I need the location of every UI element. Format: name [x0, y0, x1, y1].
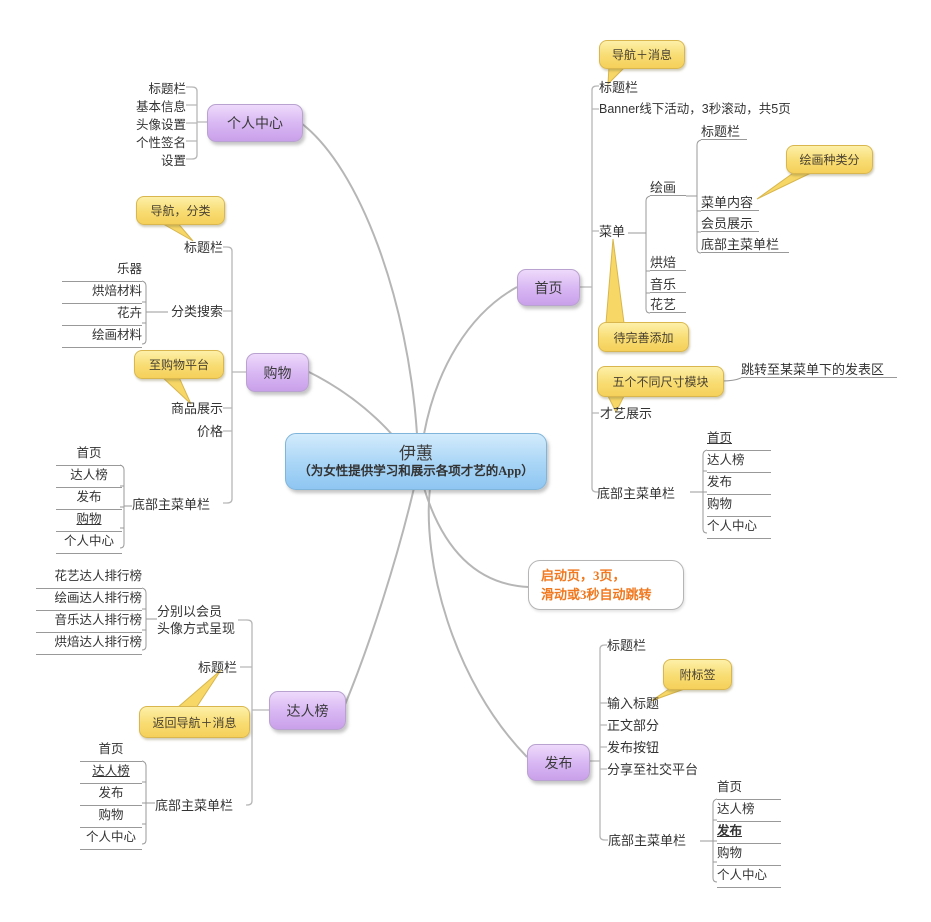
topic-floristry[interactable]: 花艺 — [650, 297, 686, 313]
topic-music-rank[interactable]: 音乐达人排行榜 — [36, 611, 142, 633]
talent-rank-lists: 花艺达人排行榜 绘画达人排行榜 音乐达人排行榜 烘焙达人排行榜 — [36, 567, 142, 655]
central-topic[interactable]: 伊蕙 （为女性提供学习和展示各项才艺的App） — [285, 433, 547, 490]
topic-member-avatar-display[interactable]: 分别以会员 头像方式呈现 — [157, 604, 236, 636]
menu-home[interactable]: 首页 — [80, 740, 142, 762]
personal-children: 标题栏 基本信息 头像设置 个性签名 设置 — [106, 80, 186, 170]
menu-publish[interactable]: 发布 — [707, 473, 771, 495]
topic-bottom-main-menu[interactable]: 底部主菜单栏 — [597, 486, 676, 501]
menu-home[interactable]: 首页 — [56, 444, 122, 466]
topic-title-bar[interactable]: 标题栏 — [607, 638, 647, 653]
callout-painting-types[interactable]: 绘画种类分 — [786, 145, 873, 174]
branch-publish[interactable]: 发布 — [527, 744, 590, 781]
topic-product-display[interactable]: 商品展示 — [170, 401, 223, 416]
topic-baking-rank[interactable]: 烘焙达人排行榜 — [36, 633, 142, 655]
callout-tail — [756, 170, 816, 200]
shopping-bottom-menu: 首页 达人榜 发布 购物 个人中心 — [56, 444, 122, 554]
topic-title-bar[interactable]: 标题栏 — [599, 80, 639, 95]
topic-bottom-main-menu[interactable]: 底部主菜单栏 — [608, 833, 687, 848]
topic-title-bar[interactable]: 标题栏 — [148, 82, 186, 96]
app-subtitle: （为女性提供学习和展示各项才艺的App） — [298, 464, 534, 479]
topic-title-bar[interactable]: 标题栏 — [198, 660, 238, 675]
callout-tail — [158, 374, 192, 405]
menu-talent-rank[interactable]: 达人榜 — [56, 466, 122, 488]
app-title: 伊蕙 — [399, 444, 433, 464]
branch-shopping[interactable]: 购物 — [246, 353, 309, 392]
menu-publish[interactable]: 发布 — [80, 784, 142, 806]
topic-menu-content[interactable]: 菜单内容 — [701, 195, 759, 211]
topic-flower-rank[interactable]: 花艺达人排行榜 — [36, 567, 142, 589]
home-bottom-menu: 首页 达人榜 发布 购物 个人中心 — [707, 429, 771, 539]
topic-title-bar[interactable]: 标题栏 — [183, 240, 223, 255]
topic-baking-materials[interactable]: 烘焙材料 — [62, 282, 142, 304]
menu-publish[interactable]: 发布 — [56, 488, 122, 510]
menu-personal-center[interactable]: 个人中心 — [56, 532, 122, 554]
menu-shopping[interactable]: 购物 — [717, 844, 781, 866]
topic-painting[interactable]: 绘画 — [650, 180, 686, 196]
menu-personal-center[interactable]: 个人中心 — [80, 828, 142, 850]
menu-shopping-active[interactable]: 购物 — [56, 510, 122, 532]
menu-talent-rank-active[interactable]: 达人榜 — [80, 762, 142, 784]
callout-todo-add[interactable]: 待完善添加 — [598, 322, 689, 352]
menu-shopping[interactable]: 购物 — [80, 806, 142, 828]
branch-personal-center[interactable]: 个人中心 — [207, 104, 303, 142]
callout-back-nav-message[interactable]: 返回导航＋消息 — [139, 706, 250, 738]
callout-tail — [175, 669, 222, 709]
menu-talent-rank[interactable]: 达人榜 — [707, 451, 771, 473]
menu-personal-center[interactable]: 个人中心 — [717, 866, 781, 888]
menu-home[interactable]: 首页 — [717, 778, 781, 800]
topic-signature[interactable]: 个性签名 — [135, 136, 186, 150]
callout-tail — [605, 238, 625, 324]
topic-avatar-setting[interactable]: 头像设置 — [135, 118, 186, 132]
topic-bottom-main-menu[interactable]: 底部主菜单栏 — [132, 497, 211, 512]
topic-instruments[interactable]: 乐器 — [62, 260, 142, 282]
topic-settings[interactable]: 设置 — [160, 154, 186, 168]
topic-painting-materials[interactable]: 绘画材料 — [62, 326, 142, 348]
topic-jump-to-post-area[interactable]: 跳转至某菜单下的发表区 — [741, 362, 897, 378]
topic-title-bar[interactable]: 标题栏 — [701, 124, 747, 140]
branch-home[interactable]: 首页 — [517, 269, 580, 306]
menu-talent-rank[interactable]: 达人榜 — [717, 800, 781, 822]
topic-baking[interactable]: 烘焙 — [650, 255, 686, 271]
topic-menu[interactable]: 菜单 — [599, 224, 626, 239]
topic-talent-show[interactable]: 才艺展示 — [600, 406, 653, 421]
callout-to-shopping-platform[interactable]: 至购物平台 — [134, 350, 224, 379]
callout-five-modules[interactable]: 五个不同尺寸模块 — [597, 366, 724, 397]
callout-nav-category[interactable]: 导航，分类 — [136, 196, 225, 225]
topic-member-display[interactable]: 会员展示 — [701, 216, 759, 232]
topic-input-title[interactable]: 输入标题 — [607, 696, 660, 711]
topic-bottom-main-menu[interactable]: 底部主菜单栏 — [155, 798, 234, 813]
topic-publish-button[interactable]: 发布按钮 — [607, 740, 660, 755]
splash-page-note[interactable]: 启动页，3页， 滑动或3秒自动跳转 — [528, 560, 684, 610]
topic-price[interactable]: 价格 — [196, 424, 223, 439]
topic-flowers[interactable]: 花卉 — [62, 304, 142, 326]
topic-music[interactable]: 音乐 — [650, 277, 686, 293]
menu-personal-center[interactable]: 个人中心 — [707, 517, 771, 539]
topic-basic-info[interactable]: 基本信息 — [135, 100, 186, 114]
callout-nav-message[interactable]: 导航＋消息 — [599, 40, 685, 69]
topic-body-part[interactable]: 正文部分 — [607, 718, 660, 733]
topic-bottom-main-menu[interactable]: 底部主菜单栏 — [701, 237, 789, 253]
talent-bottom-menu: 首页 达人榜 发布 购物 个人中心 — [80, 740, 142, 850]
callout-attach-tag[interactable]: 附标签 — [663, 659, 732, 690]
branch-talent-rank[interactable]: 达人榜 — [269, 691, 346, 730]
menu-publish-active[interactable]: 发布 — [717, 822, 781, 844]
topic-painting-rank[interactable]: 绘画达人排行榜 — [36, 589, 142, 611]
menu-home-active[interactable]: 首页 — [707, 429, 771, 451]
topic-banner[interactable]: Banner线下活动，3秒滚动，共5页 — [599, 102, 791, 116]
publish-bottom-menu: 首页 达人榜 发布 购物 个人中心 — [717, 778, 781, 888]
topic-share-to-social[interactable]: 分享至社交平台 — [607, 762, 699, 777]
menu-shopping[interactable]: 购物 — [707, 495, 771, 517]
shopping-categories: 乐器 烘焙材料 花卉 绘画材料 — [62, 260, 142, 348]
topic-category-search[interactable]: 分类搜索 — [170, 304, 223, 319]
